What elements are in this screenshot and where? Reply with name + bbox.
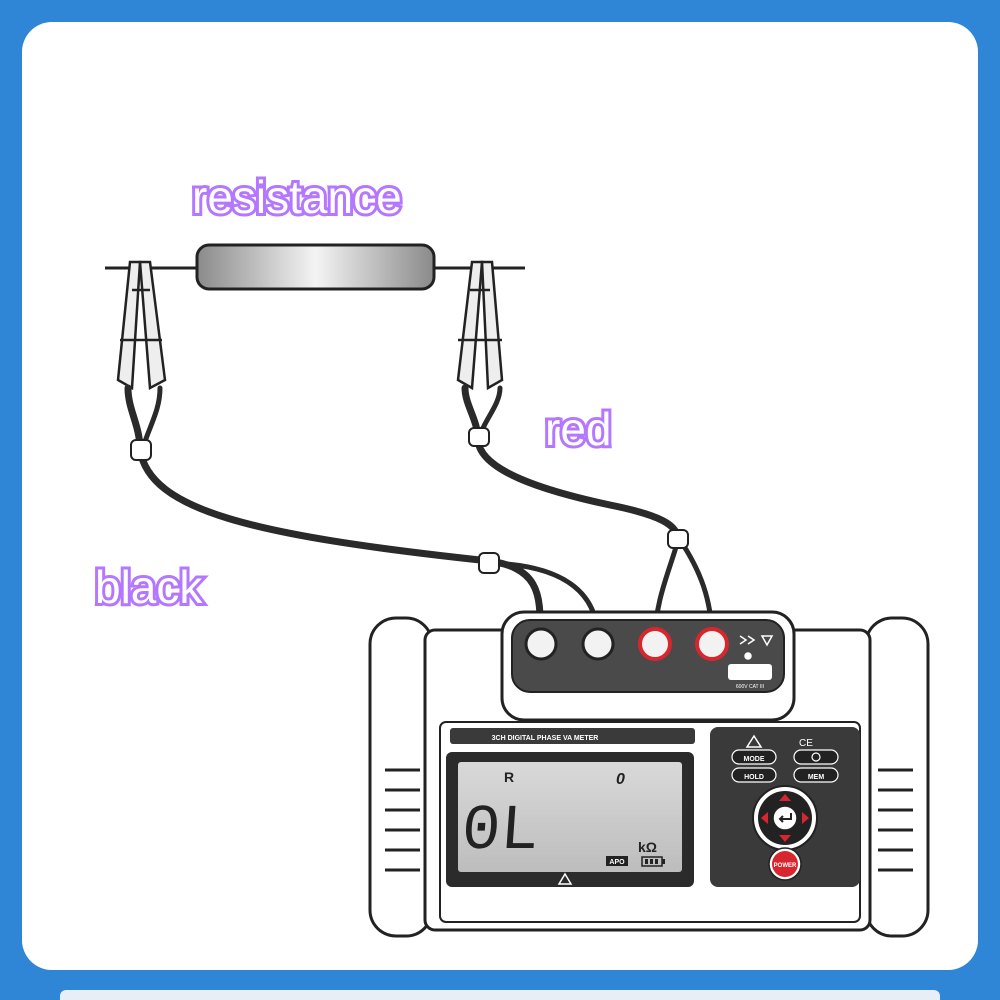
port-badge	[728, 664, 772, 680]
mode-button-label: MODE	[744, 756, 765, 763]
panel-warning-icon	[745, 734, 763, 748]
terminal-red-2	[695, 627, 729, 661]
label-red: red	[545, 403, 611, 455]
nav-down-arrow-icon[interactable]	[779, 835, 791, 842]
hold-button-label: HOLD	[744, 774, 764, 781]
nav-left-arrow-icon[interactable]	[761, 812, 768, 824]
label-black: black	[95, 561, 203, 613]
nav-up-arrow-icon[interactable]	[779, 794, 791, 801]
navigation-pad[interactable]	[752, 785, 818, 851]
terminal-e2	[581, 627, 615, 661]
bottom-strip	[60, 990, 940, 1000]
left-clip	[116, 260, 167, 391]
resistor	[105, 243, 525, 291]
cables	[124, 384, 715, 644]
power-button-label: POWER	[774, 863, 797, 869]
hold-button[interactable]: HOLD	[731, 767, 777, 783]
mode-button[interactable]: MODE	[731, 749, 777, 765]
lcd-mode-indicator: R	[504, 769, 514, 785]
terminal-red-1	[638, 627, 672, 661]
nav-right-arrow-icon[interactable]	[802, 812, 809, 824]
lcd-screen	[458, 762, 682, 872]
lcd-apo-box	[606, 856, 628, 866]
right-clip	[456, 260, 504, 391]
panel-title: 3CH DIGITAL PHASE VA METER	[492, 735, 599, 742]
label-resistance: resistance	[192, 171, 402, 223]
lcd-warning-icon	[557, 872, 573, 885]
lcd-main-reading: 0L	[459, 796, 541, 868]
battery-icon	[641, 856, 665, 867]
lcd-small-digit: 0	[616, 771, 625, 788]
cable-splitters	[130, 427, 689, 574]
mem-button-label: MEM	[808, 774, 825, 781]
lcd-unit: kΩ	[638, 839, 657, 855]
backlight-icon	[811, 752, 821, 762]
ce-mark: CE	[799, 738, 813, 749]
power-button[interactable]: POWER	[768, 847, 802, 881]
port-badge-text: 600V CAT III	[736, 684, 764, 690]
mem-button[interactable]: MEM	[793, 767, 839, 783]
terminal-warning-icons	[739, 635, 774, 660]
panel-title-bar	[450, 728, 695, 744]
enter-icon	[778, 813, 792, 823]
backlight-button[interactable]	[793, 749, 839, 765]
terminals	[524, 627, 729, 661]
lcd-apo-label: APO	[609, 859, 625, 866]
terminal-e1	[524, 627, 558, 661]
